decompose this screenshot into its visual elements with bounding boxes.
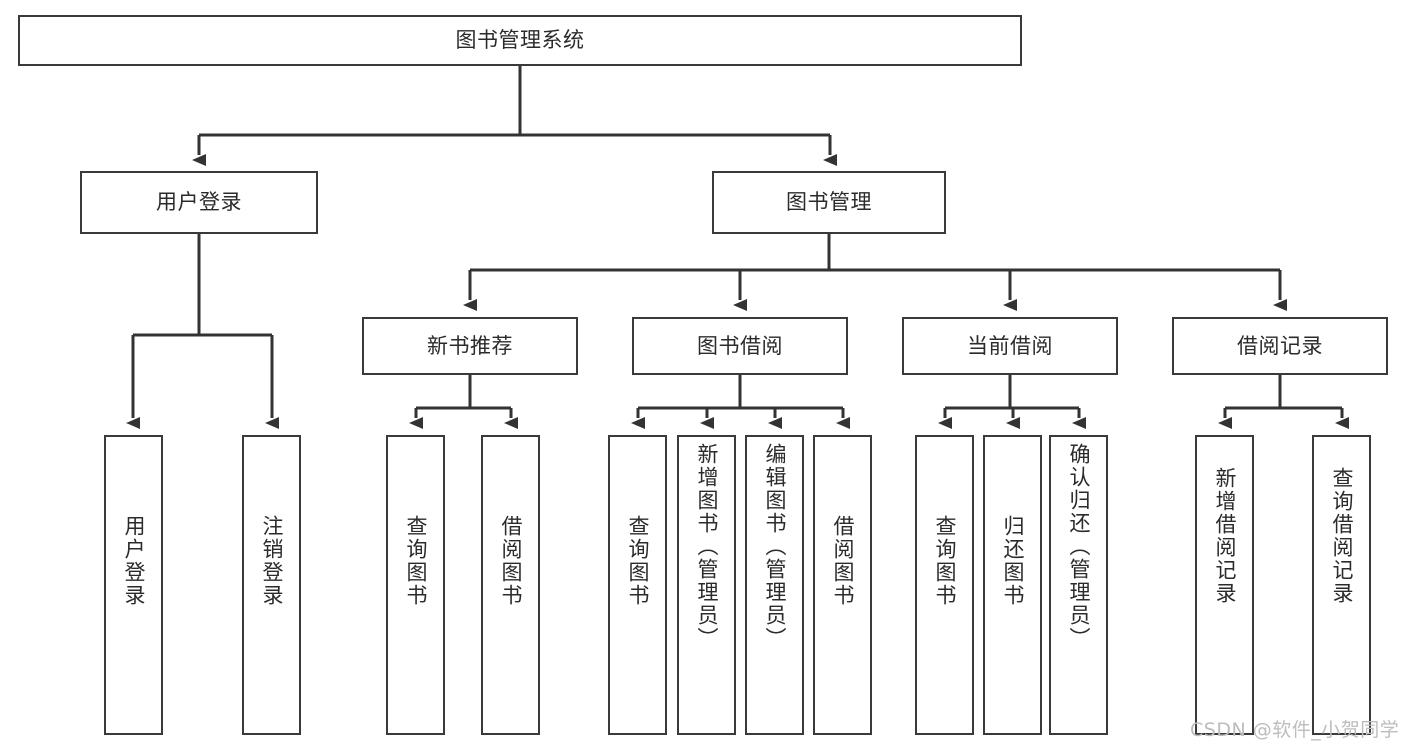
node-root-label: 图书管理系统: [455, 28, 585, 53]
node-current-borrow[interactable]: 当前借阅: [902, 317, 1118, 375]
node-root[interactable]: 图书管理系统: [18, 15, 1022, 66]
edge-newbook-to-leaves: [409, 375, 518, 429]
node-borrow-records-label: 借阅记录: [1237, 333, 1323, 358]
leaf-node-label: 注销登录: [260, 515, 284, 607]
leaf-node-label: 用户登录: [122, 515, 146, 607]
leaf-node[interactable]: 编辑图书（管理员）: [745, 435, 804, 735]
leaf-node-label: 确认归还（管理员）: [1067, 443, 1091, 650]
leaf-node-label: 新增借阅记录: [1213, 467, 1237, 605]
node-book-borrow[interactable]: 图书借阅: [632, 317, 848, 375]
edge-current-to-leaves: [938, 375, 1086, 429]
edge-booksmgmt-to-level3: [463, 234, 1287, 311]
leaf-node[interactable]: 新增借阅记录: [1195, 435, 1254, 735]
node-new-book-recommend[interactable]: 新书推荐: [362, 317, 578, 375]
leaf-node[interactable]: 查询图书: [915, 435, 974, 735]
leaf-node[interactable]: 查询图书: [386, 435, 445, 735]
leaf-node[interactable]: 查询图书: [608, 435, 667, 735]
leaf-node[interactable]: 新增图书（管理员）: [677, 435, 736, 735]
node-new-book-recommend-label: 新书推荐: [427, 333, 513, 358]
leaf-node-label: 查询图书: [626, 515, 650, 607]
leaf-node-label: 借阅图书: [499, 515, 523, 607]
leaf-node[interactable]: 借阅图书: [481, 435, 540, 735]
leaf-node-label: 查询图书: [404, 515, 428, 607]
leaf-node-label: 借阅图书: [831, 515, 855, 607]
leaf-node-label: 归还图书: [1001, 515, 1025, 607]
leaf-node[interactable]: 借阅图书: [813, 435, 872, 735]
edge-root-to-level2: [192, 66, 837, 166]
leaf-node-label: 新增图书（管理员）: [695, 443, 719, 650]
node-book-management-label: 图书管理: [786, 190, 872, 215]
leaf-node-label: 编辑图书（管理员）: [763, 443, 787, 650]
edge-userlogin-to-leaves: [126, 234, 279, 429]
leaf-node[interactable]: 注销登录: [242, 435, 301, 735]
leaf-node[interactable]: 归还图书: [983, 435, 1042, 735]
edge-borrow-to-leaves: [631, 375, 850, 429]
node-book-borrow-label: 图书借阅: [697, 333, 783, 358]
leaf-node-label: 查询图书: [933, 515, 957, 607]
node-book-management[interactable]: 图书管理: [712, 171, 946, 234]
leaf-node[interactable]: 用户登录: [104, 435, 163, 735]
node-user-login-label: 用户登录: [156, 190, 242, 215]
edge-records-to-leaves: [1218, 375, 1349, 429]
leaf-node[interactable]: 确认归还（管理员）: [1049, 435, 1108, 735]
node-current-borrow-label: 当前借阅: [967, 333, 1053, 358]
leaf-node-label: 查询借阅记录: [1330, 467, 1354, 605]
node-user-login[interactable]: 用户登录: [80, 171, 318, 234]
node-borrow-records[interactable]: 借阅记录: [1172, 317, 1388, 375]
leaf-node[interactable]: 查询借阅记录: [1312, 435, 1371, 735]
